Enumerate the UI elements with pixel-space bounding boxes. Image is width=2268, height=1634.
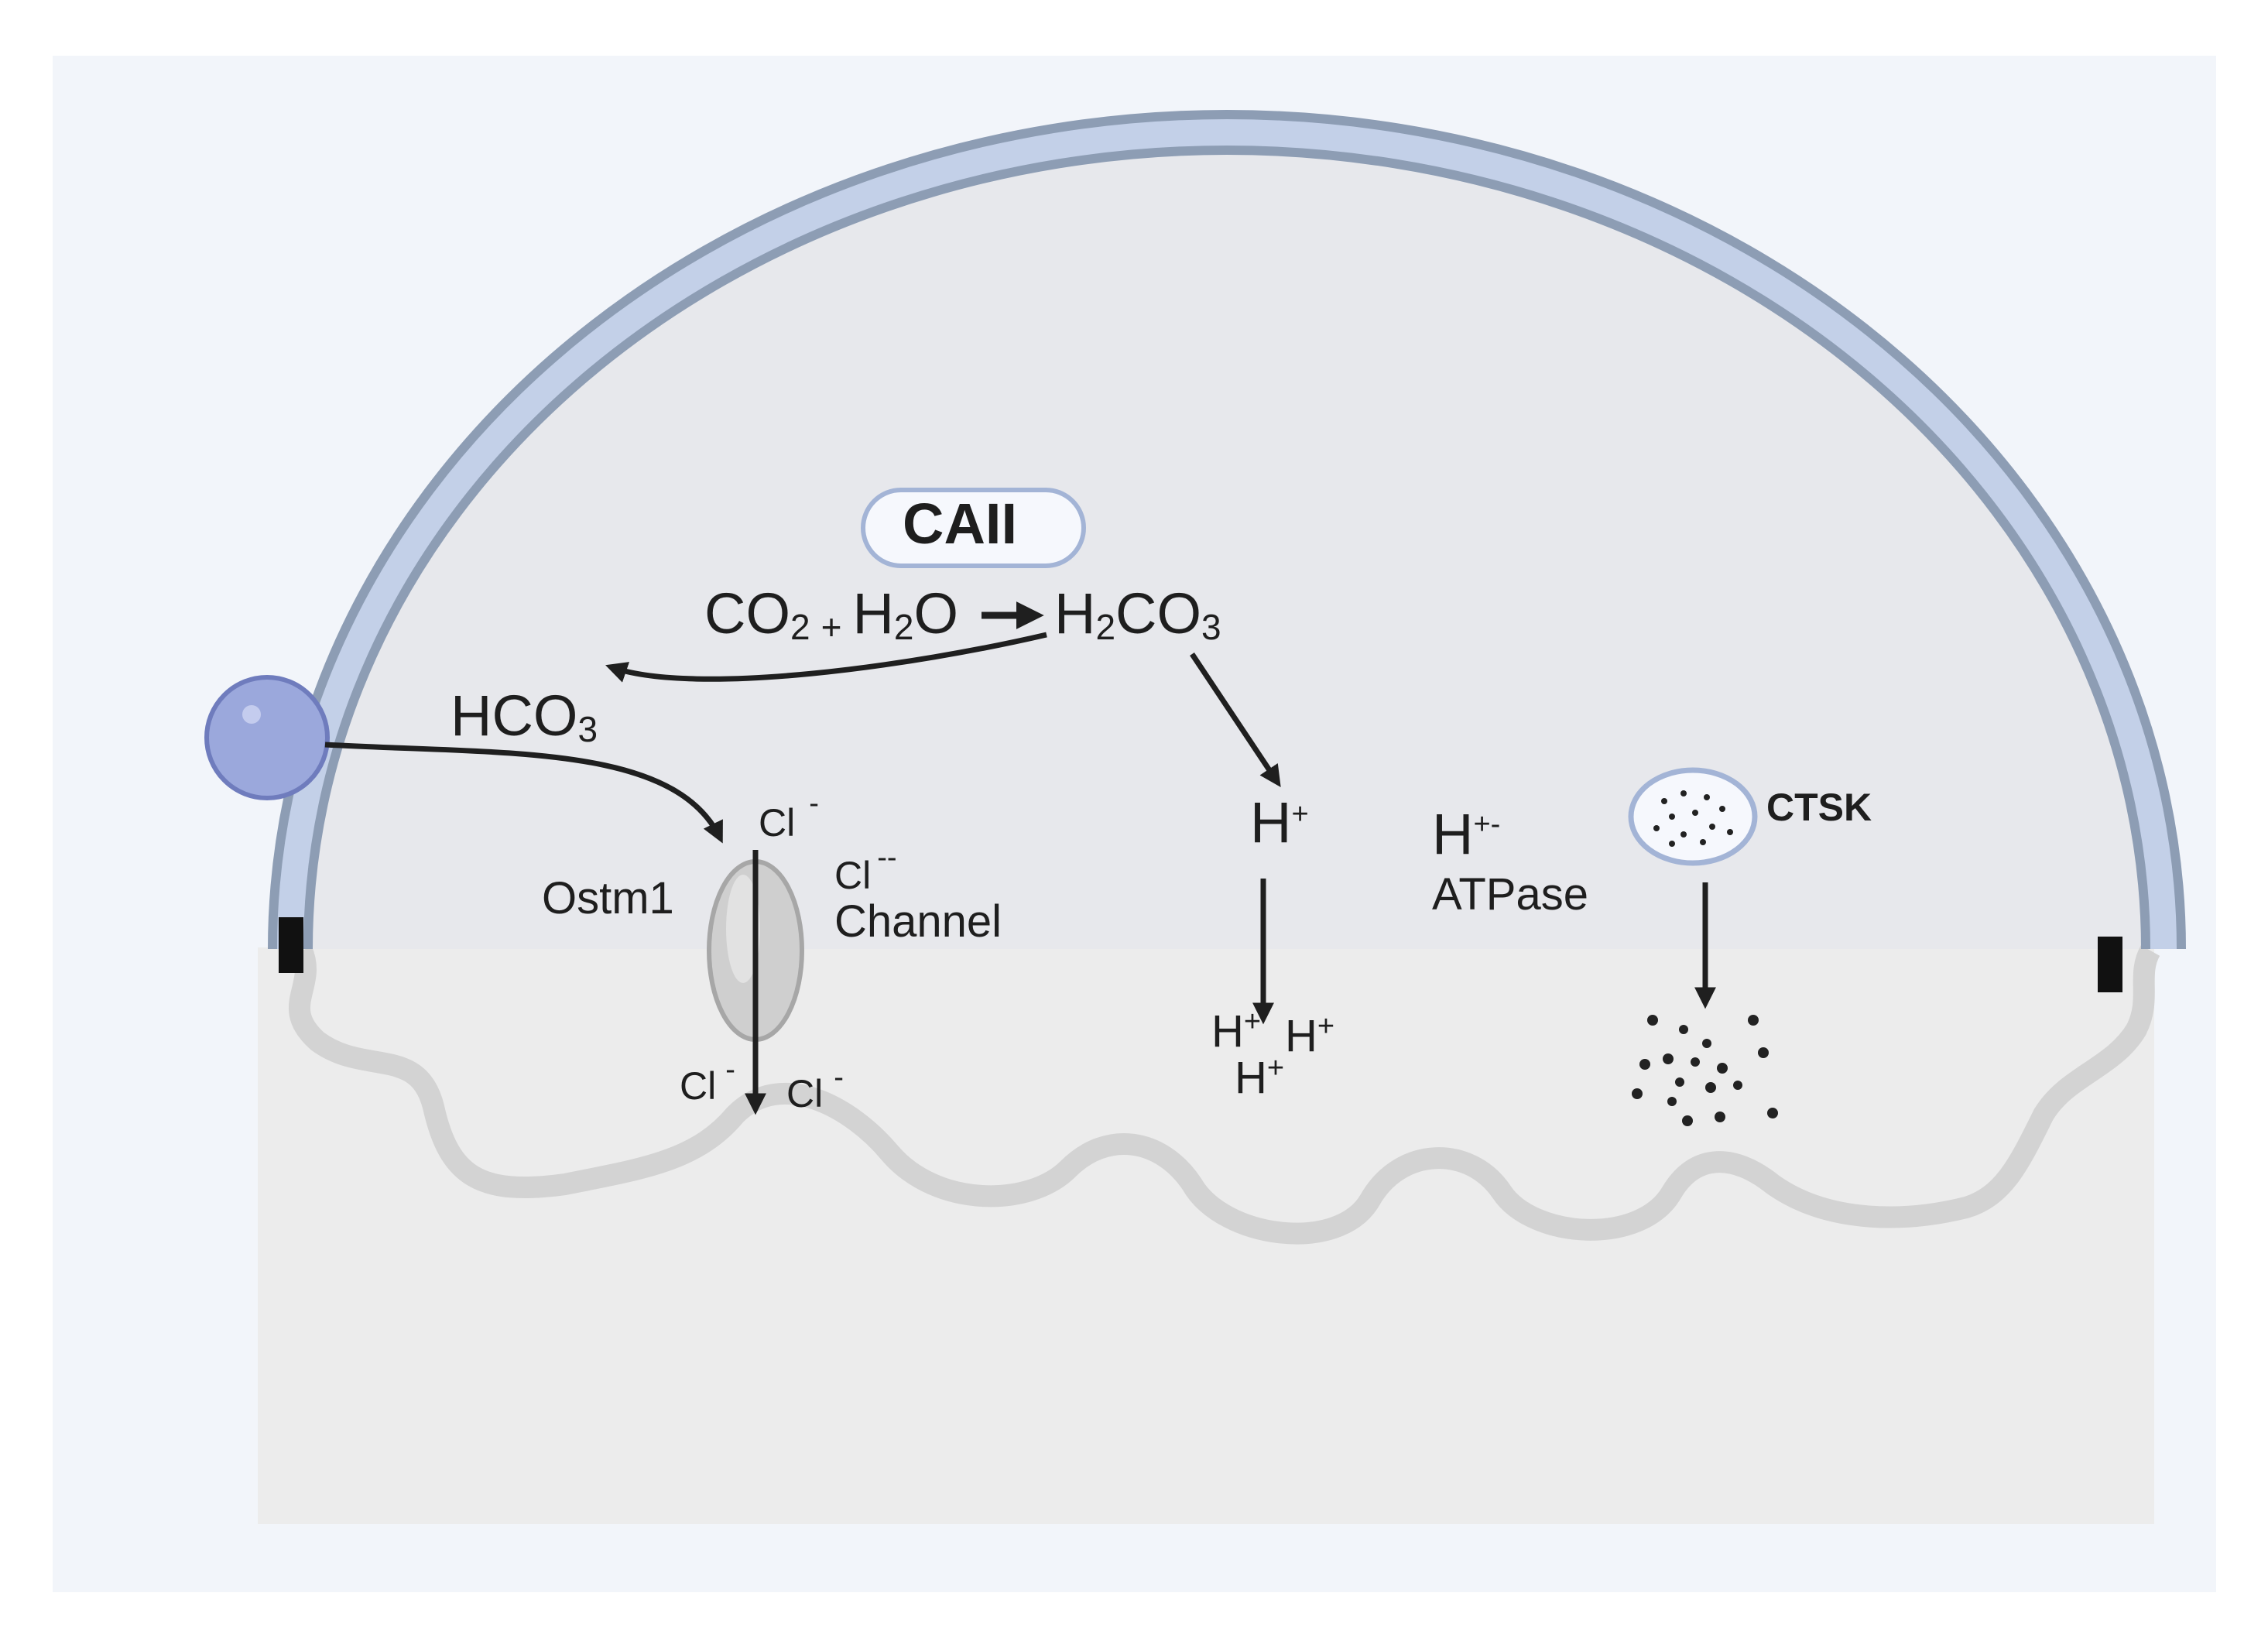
hplus-lacuna-3: H+ (1235, 1052, 1284, 1103)
cl-top-label: Cl- (759, 787, 819, 844)
cell-interior (306, 144, 2148, 949)
bone-matrix (258, 947, 2154, 1524)
cl-channel-highlight (726, 875, 760, 983)
hplus-lacuna-1: H+ (1211, 1005, 1261, 1057)
arrow-to-hco3 (605, 632, 1047, 683)
cell-membrane (277, 119, 2177, 950)
arrow-exchanger-to-cl (324, 742, 723, 844)
ruffled-border (288, 945, 2160, 1245)
sealing-zone-left (279, 917, 303, 973)
channel-label: Channel (834, 896, 1002, 947)
h-atpase-ion: H+- (1432, 802, 1500, 866)
cl-channel-ion: Cl-- (834, 841, 897, 897)
cl-bottom-left-label: Cl- (680, 1053, 735, 1108)
released-cathepsin-k (1632, 1015, 1778, 1126)
cl-bottom-right-label: Cl- (786, 1061, 844, 1115)
atpase-label: ATPase (1432, 869, 1588, 920)
caii-badge: CAII (861, 488, 1086, 568)
reaction-equation: CO2+H2O H2CO3 (704, 581, 1221, 647)
anion-exchanger (204, 675, 330, 800)
ctsk-label: CTSK (1766, 786, 1872, 829)
svg-text:CO2+H2O: CO2+H2O (704, 581, 958, 647)
svg-text:H2CO3: H2CO3 (1054, 581, 1221, 647)
hplus-top-label: H+ (1250, 790, 1309, 855)
caii-label: CAII (903, 492, 1017, 556)
sealing-zone-right (2098, 937, 2122, 992)
ostm1-label: Ostm1 (542, 873, 674, 923)
arrow-to-hplus (1190, 653, 1281, 787)
hco3-label: HCO3 (451, 683, 598, 749)
ctsk-vesicle (1628, 767, 1758, 866)
hplus-lacuna-2: H+ (1285, 1010, 1334, 1061)
